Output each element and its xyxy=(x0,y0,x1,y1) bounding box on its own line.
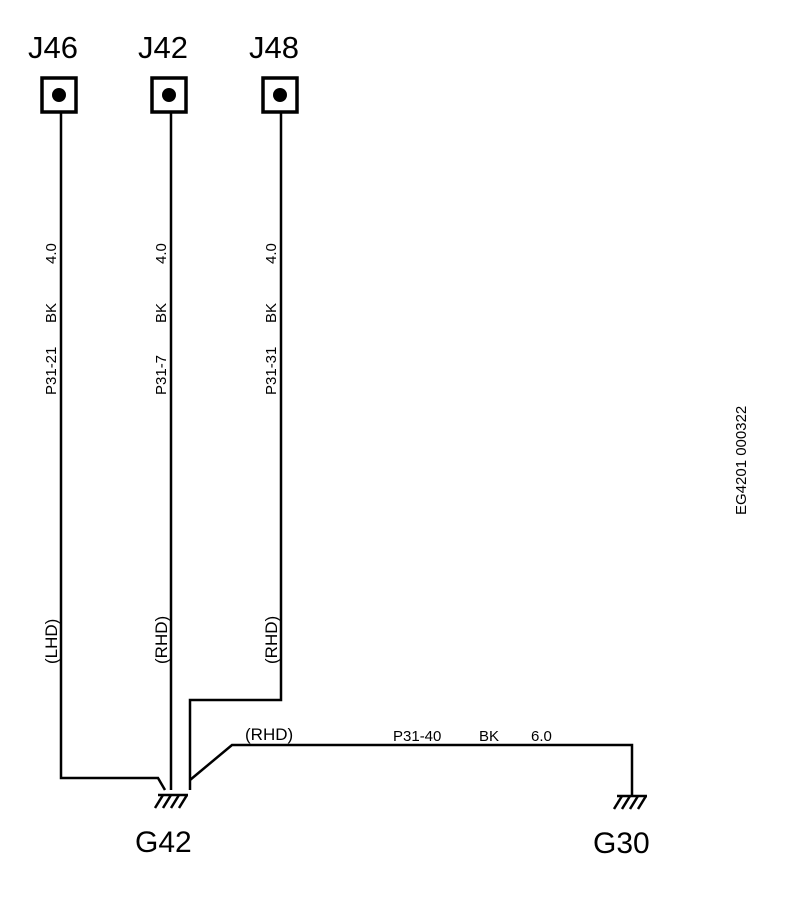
wire-p31-40-circuit: P31-40 xyxy=(393,728,441,745)
wire-p31-21-color: BK xyxy=(43,303,60,323)
ground-g42-symbol xyxy=(153,793,189,809)
wire-p31-31 xyxy=(188,112,283,790)
connector-j46-pin xyxy=(52,88,66,102)
wire-p31-7-circuit: P31-7 xyxy=(153,355,170,395)
connector-j42-pin xyxy=(162,88,176,102)
connector-j46: J46 xyxy=(28,30,78,114)
wire-p31-31-labels: P31-31 BK 4.0 (RHD) xyxy=(262,243,281,664)
ground-g30: G30 xyxy=(593,794,650,860)
wire-p31-40-size: 6.0 xyxy=(531,728,552,745)
wire-p31-21 xyxy=(59,112,167,791)
connector-j48-label: J48 xyxy=(249,30,299,65)
ground-g30-symbol xyxy=(612,794,648,810)
wire-p31-21-variant: (LHD) xyxy=(42,619,61,664)
connector-j48: J48 xyxy=(249,30,299,114)
wire-p31-7-variant: (RHD) xyxy=(152,616,171,664)
wire-p31-40 xyxy=(189,743,634,795)
wire-p31-7-labels: P31-7 BK 4.0 (RHD) xyxy=(152,243,171,664)
wire-p31-31-size: 4.0 xyxy=(263,243,280,264)
connector-j48-pin xyxy=(273,88,287,102)
connector-j46-label: J46 xyxy=(28,30,78,65)
ground-g30-label: G30 xyxy=(593,827,650,860)
wire-p31-7-color: BK xyxy=(153,303,170,323)
ground-g42: G42 xyxy=(135,793,192,859)
figure-id: EG4201 000322 xyxy=(733,406,750,515)
ground-g42-label: G42 xyxy=(135,826,192,859)
connector-j42-box xyxy=(150,76,188,114)
connector-j46-box xyxy=(40,76,78,114)
wire-p31-21-size: 4.0 xyxy=(43,243,60,264)
wire-p31-31-color: BK xyxy=(263,303,280,323)
wire-p31-7-size: 4.0 xyxy=(153,243,170,264)
wire-p31-40-variant: (RHD) xyxy=(245,725,293,744)
wire-p31-31-variant: (RHD) xyxy=(262,616,281,664)
connector-j42: J42 xyxy=(138,30,188,114)
wire-p31-40-color: BK xyxy=(479,728,499,745)
wire-p31-21-labels: P31-21 BK 4.0 (LHD) xyxy=(42,243,61,664)
wire-p31-21-circuit: P31-21 xyxy=(43,347,60,395)
wire-p31-40-labels: (RHD) P31-40 BK 6.0 xyxy=(245,725,552,745)
connector-j42-label: J42 xyxy=(138,30,188,65)
wire-p31-31-circuit: P31-31 xyxy=(263,347,280,395)
